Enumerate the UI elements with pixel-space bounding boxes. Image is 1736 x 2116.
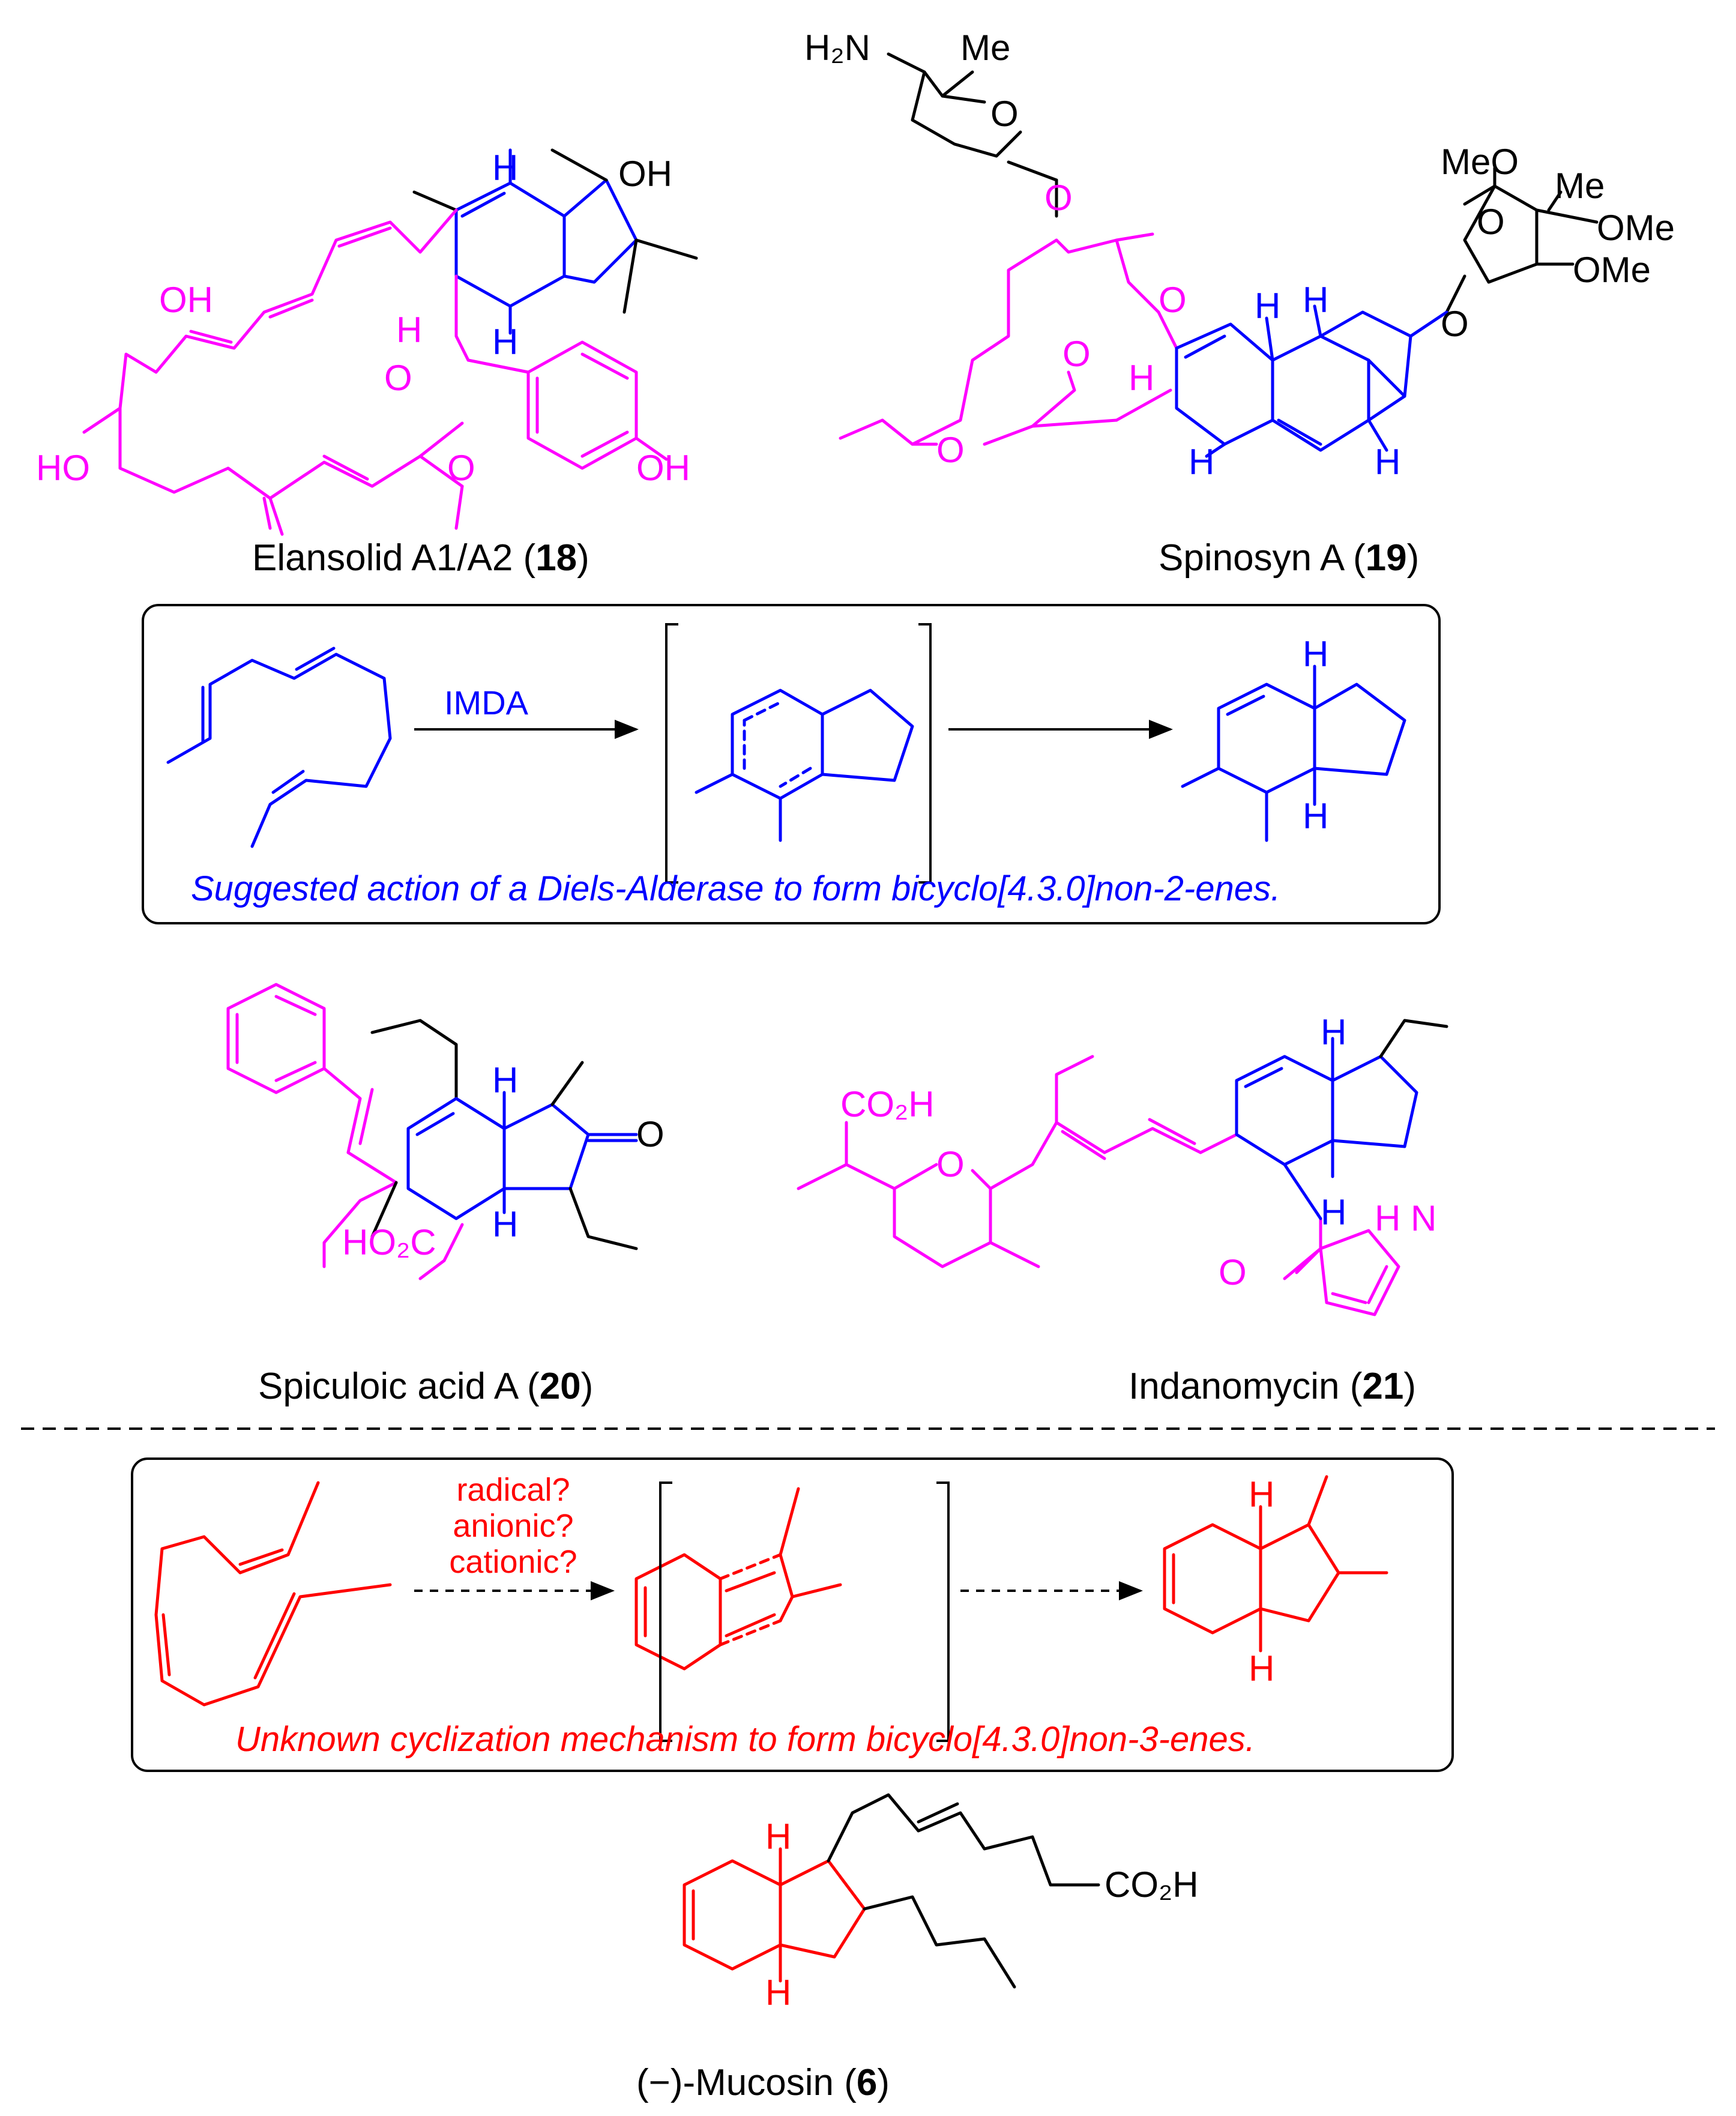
mucosin-structure (683, 1793, 1100, 1989)
o-label: O (1219, 1252, 1247, 1292)
h-label: H (492, 1204, 518, 1244)
h-label: H (765, 1973, 791, 2013)
oh-label: OH (618, 154, 672, 194)
mechanism-label: radical? (456, 1472, 570, 1508)
oh-label: OH (636, 448, 690, 488)
compound-label-20: Spiculoic acid A (20) (258, 1366, 593, 1407)
h-label: H (1321, 1192, 1346, 1232)
h-label: H (492, 322, 518, 362)
h-label: H (1189, 442, 1214, 482)
h-label: H (765, 1816, 791, 1857)
co2h-label: CO₂H (840, 1084, 935, 1124)
ho2c-label: HO₂C (342, 1222, 436, 1262)
imda-label: IMDA (444, 684, 529, 722)
elansolid-structure (82, 148, 698, 536)
o-label: O (1477, 202, 1505, 242)
h-label: H (396, 310, 422, 350)
ho-label: HO (36, 448, 90, 488)
ome-label: OMe (1597, 208, 1675, 248)
h-label: H (1375, 442, 1400, 482)
o-label: O (636, 1114, 665, 1154)
bracket-left (659, 1482, 672, 1742)
o-label: O (1159, 280, 1187, 320)
compound-label-19: Spinosyn A (19) (1159, 537, 1419, 579)
h-label: H (1129, 358, 1154, 398)
h-label: H (1249, 1648, 1274, 1689)
mechanism-label: anionic? (453, 1508, 573, 1544)
ome-label: OMe (1573, 250, 1651, 290)
o-label: O (990, 94, 1019, 134)
compound-label-21: Indanomycin (21) (1129, 1366, 1416, 1407)
o-label: O (384, 358, 412, 398)
o-label: O (936, 1144, 965, 1184)
bracket-left (665, 623, 678, 884)
spiculoic-acid-structure (226, 983, 638, 1280)
box1-caption: Suggested action of a Diels-Alderase to … (191, 869, 1280, 908)
indanomycin-structure (797, 1019, 1448, 1316)
oh-label: OH (159, 280, 213, 320)
h-label: H (1255, 286, 1280, 326)
compound-label-6: (−)-Mucosin (6) (636, 2062, 890, 2103)
h-label: H (1303, 280, 1328, 320)
h-label: H (492, 148, 518, 188)
diels-alderase-box (142, 604, 1441, 924)
h-label: H (1303, 796, 1328, 836)
h-label: H (492, 1060, 518, 1100)
spinosyn-structure (839, 52, 1599, 458)
mechanism-label: cationic? (449, 1544, 577, 1580)
box2-caption: Unknown cyclization mechanism to form bi… (235, 1720, 1255, 1759)
cyclization-scheme (154, 1475, 1388, 1707)
o-label: O (936, 430, 965, 470)
imda-scheme (166, 647, 1406, 848)
compound-label-18: Elansolid A1/A2 (18) (252, 537, 589, 579)
o-label: O (1062, 334, 1091, 374)
o-label: O (1441, 304, 1469, 344)
unknown-cyclization-box (131, 1457, 1454, 1772)
h-label: H (1303, 634, 1328, 674)
h-label: H (1321, 1012, 1346, 1052)
nh-label: H N (1375, 1198, 1436, 1238)
me-label: Me (1555, 166, 1605, 206)
co2h-label: CO₂H (1105, 1864, 1199, 1905)
h2n-label: H₂N (804, 28, 870, 68)
bracket-right (918, 623, 932, 884)
o-label: O (447, 448, 475, 488)
meo-label: MeO (1441, 142, 1519, 182)
o-label: O (1044, 178, 1073, 218)
h-label: H (1249, 1474, 1274, 1515)
me-label: Me (960, 28, 1010, 68)
bracket-right (936, 1482, 950, 1742)
